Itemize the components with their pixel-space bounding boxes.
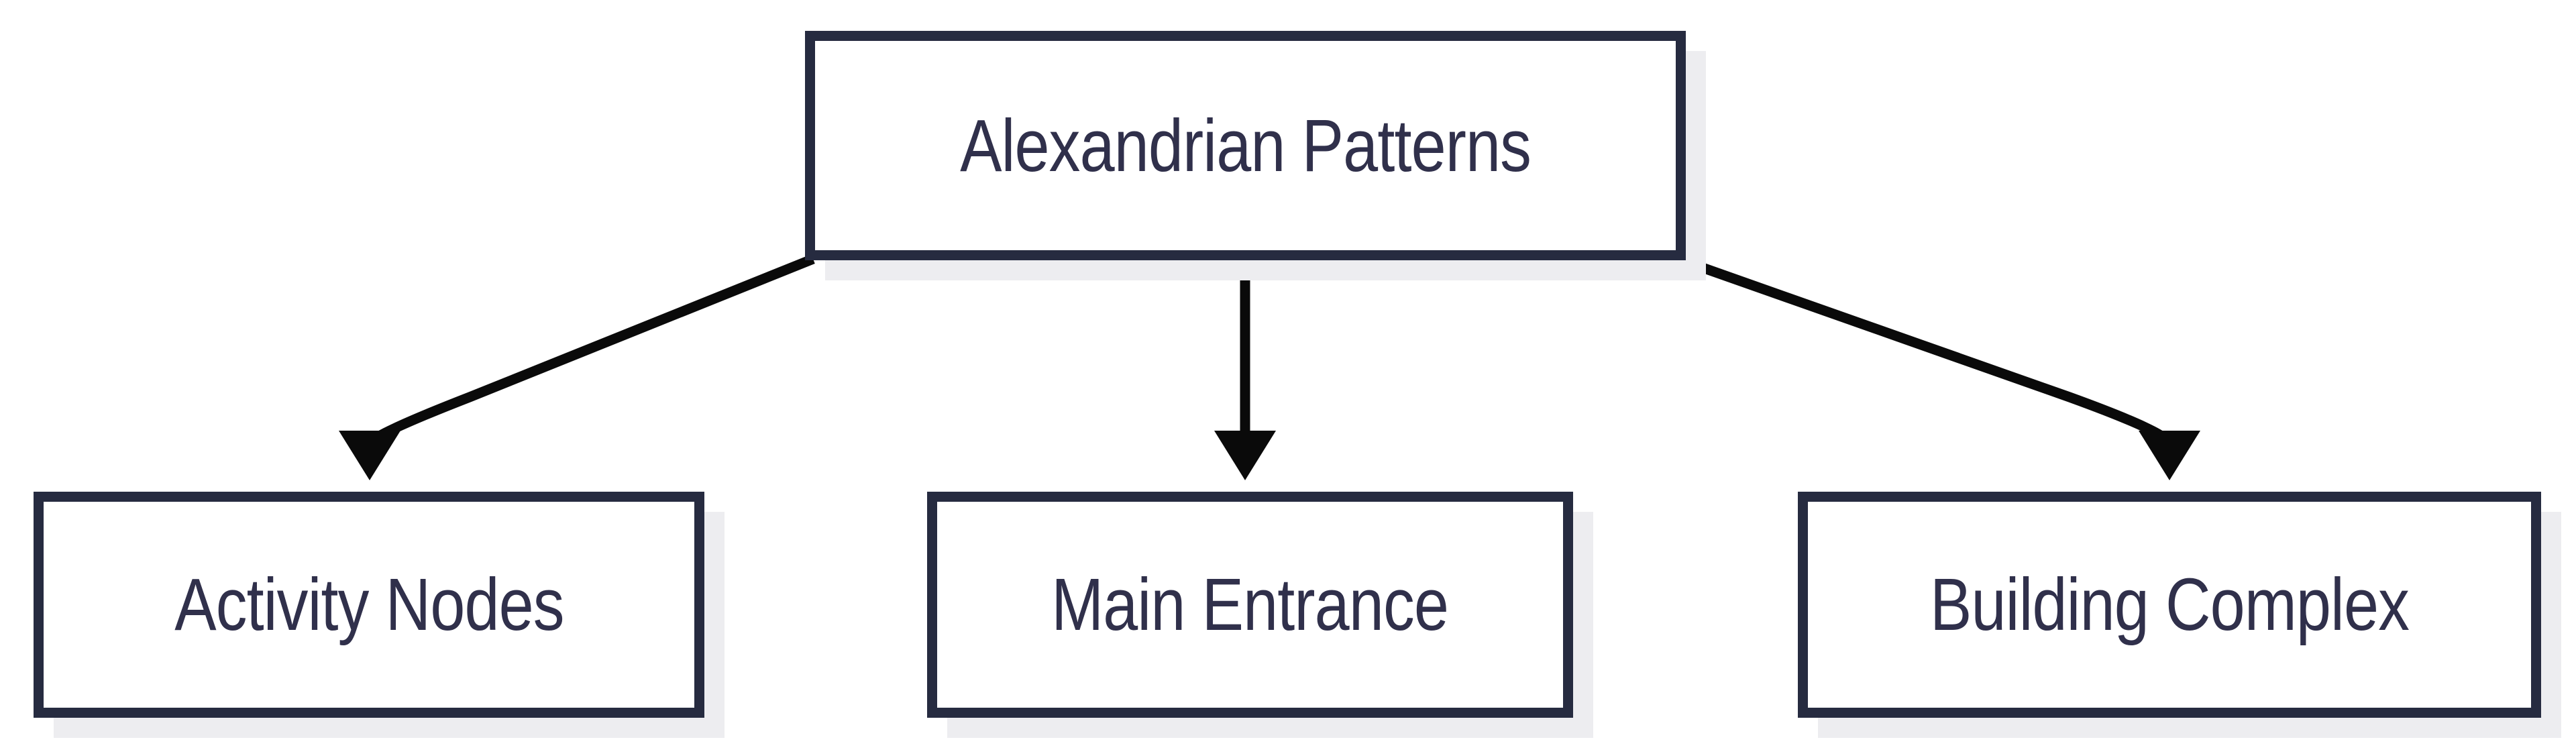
node-label-alexandrian-patterns: Alexandrian Patterns xyxy=(960,104,1532,187)
node-label-main-entrance: Main Entrance xyxy=(1051,563,1450,646)
node-label-building-complex: Building Complex xyxy=(1930,563,2410,646)
node-label-activity-nodes: Activity Nodes xyxy=(174,563,564,646)
node-main-entrance: Main Entrance xyxy=(927,492,1573,718)
edge-line-left xyxy=(364,254,815,449)
node-building-complex: Building Complex xyxy=(1798,492,2541,718)
edge-line-right xyxy=(1676,254,2175,449)
edge-root-to-building-complex xyxy=(1676,254,2200,480)
arrowhead-left-icon xyxy=(339,431,400,480)
node-activity-nodes: Activity Nodes xyxy=(34,492,704,718)
node-alexandrian-patterns: Alexandrian Patterns xyxy=(805,31,1686,260)
edge-root-to-activity-nodes xyxy=(339,254,815,480)
edge-root-to-main-entrance xyxy=(1214,256,1276,480)
arrowhead-right-icon xyxy=(2139,431,2200,480)
arrowhead-middle-icon xyxy=(1214,431,1276,480)
